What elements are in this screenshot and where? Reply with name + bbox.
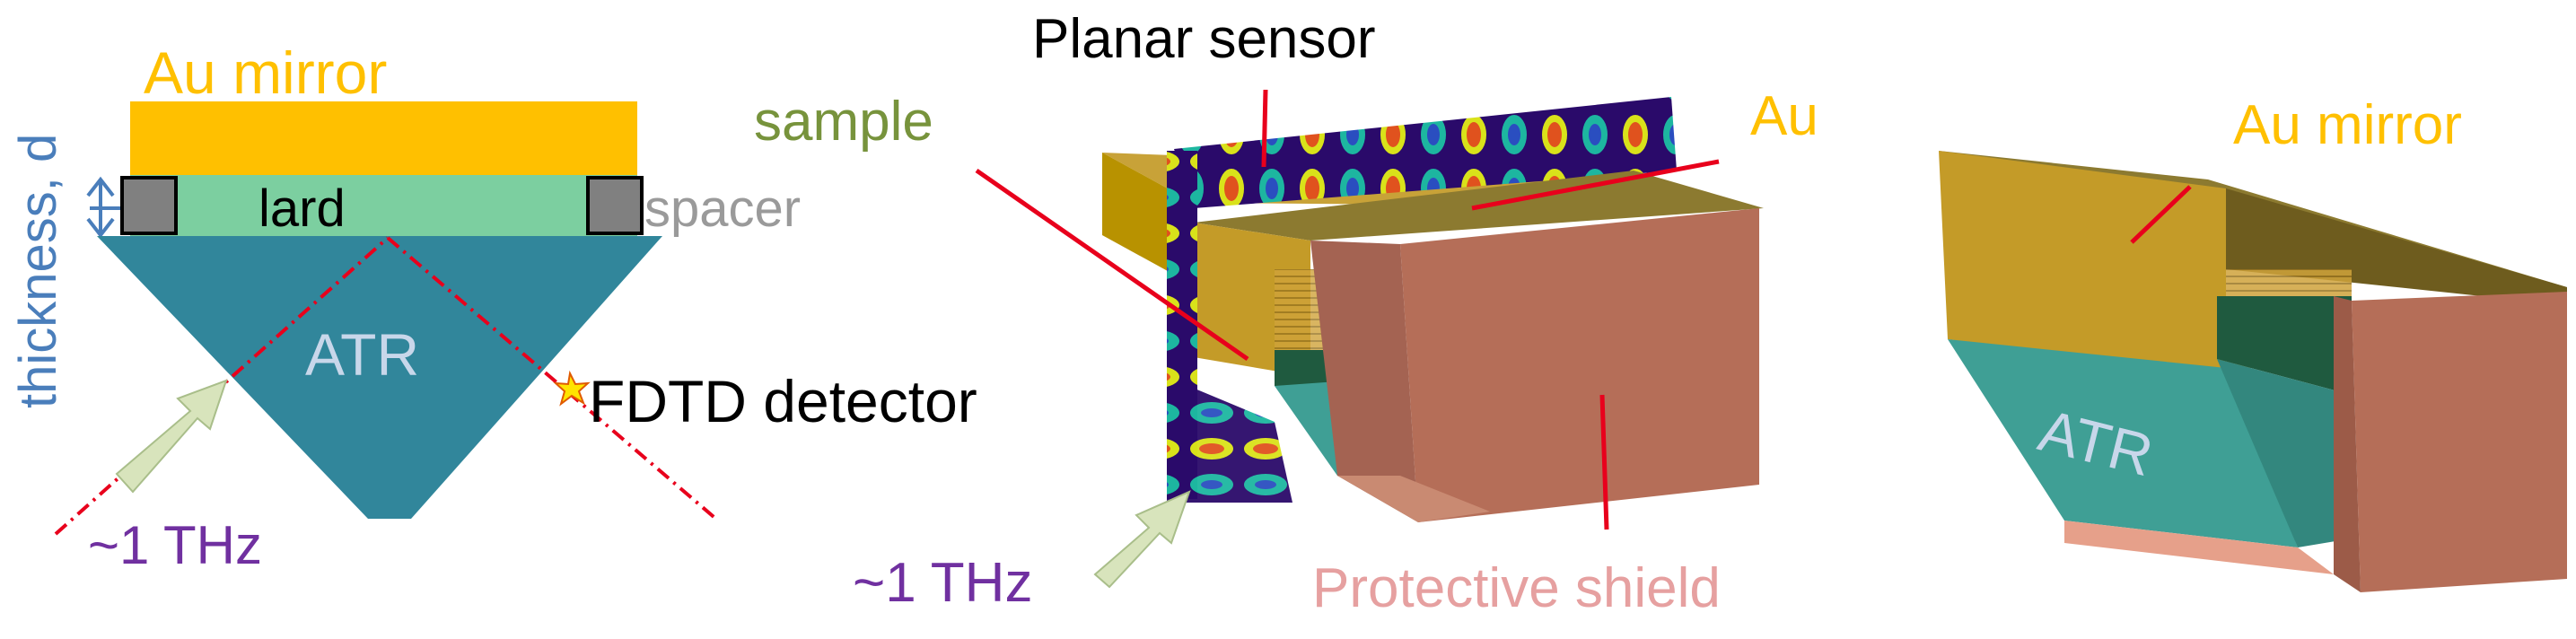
annotation-line-right <box>2130 185 2192 244</box>
sensor-vertical-lower <box>1167 377 1292 503</box>
left-panel: thickness, d Au mirror lard spacer ATR ~… <box>9 39 977 575</box>
thickness-axis-label: thickness, d <box>9 134 67 408</box>
au-mirror-label-left: Au mirror <box>144 39 387 106</box>
au-mirror <box>130 101 637 175</box>
thz-input-arrow-middle <box>1093 490 1191 589</box>
thz-label-middle: ~1 THz <box>853 552 1032 614</box>
spacer-label: spacer <box>644 179 801 238</box>
thz-beam-path <box>54 236 720 536</box>
thz-label-left: ~1 THz <box>88 515 262 575</box>
atr-prism-right-side <box>2217 359 2352 547</box>
annotation-lines-middle <box>975 89 1720 530</box>
sample-layer <box>130 175 637 236</box>
middle-panel: Planar sensor sample Au <box>754 8 1818 619</box>
au-label-middle: Au <box>1750 85 1818 147</box>
planar-sensor-strip <box>1174 97 1677 208</box>
detector-star-icon <box>553 370 591 407</box>
thz-input-arrow-left <box>115 379 228 494</box>
thickness-arrow-icon <box>86 176 135 239</box>
atr-prism-right <box>1948 339 2298 547</box>
protective-shield-front <box>1400 208 1759 522</box>
sample-label-middle: sample <box>754 91 933 153</box>
shield-bottom-right <box>2064 521 2334 574</box>
sample-inner-right <box>2217 296 2352 395</box>
protective-shield-right-edge <box>2334 296 2361 592</box>
protective-shield-right <box>2352 292 2567 592</box>
atr-label-left: ATR <box>305 321 419 388</box>
fdtd-detector-label: FDTD detector <box>589 368 977 434</box>
spacer-left <box>120 176 178 235</box>
protective-shield-bottom <box>1337 476 1490 522</box>
sample-label-left: lard <box>258 179 346 238</box>
au-mirror-front-right <box>1939 151 2226 377</box>
planar-sensor-label: Planar sensor <box>1032 8 1376 70</box>
au-mirror-label-right: Au mirror <box>2233 94 2462 156</box>
protective-shield-label: Protective shield <box>1312 557 1721 619</box>
right-panel: Au mirror ATR <box>1939 94 2567 592</box>
spacer-right <box>586 176 644 235</box>
atr-prism-left <box>97 236 662 519</box>
protective-shield-side <box>1310 241 1418 522</box>
